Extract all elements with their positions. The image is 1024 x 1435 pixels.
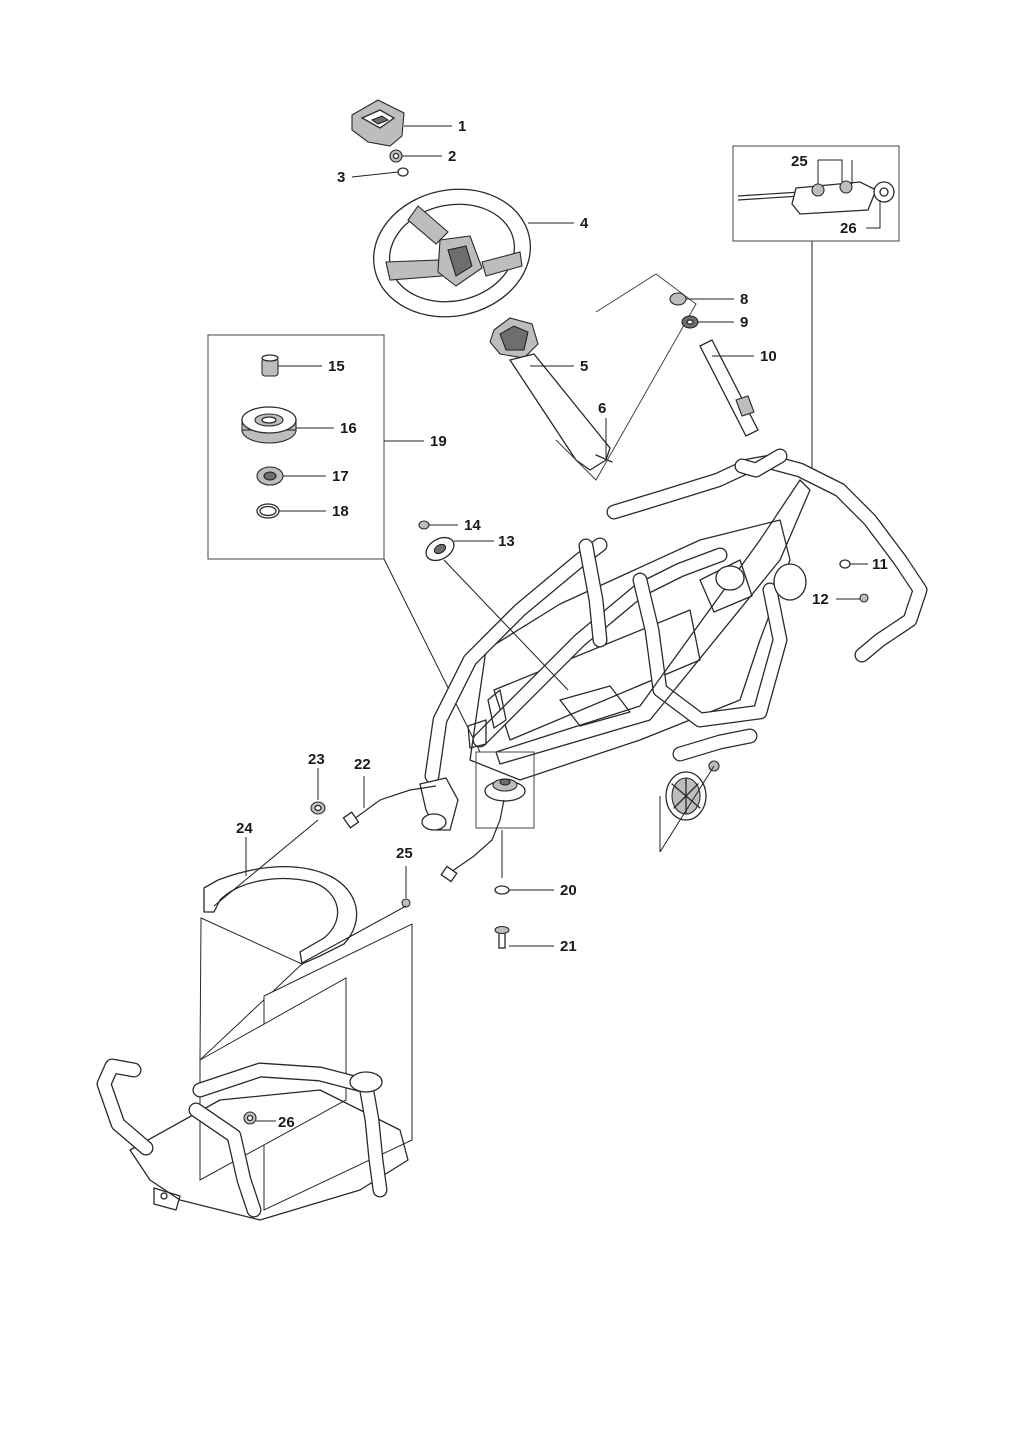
callout-13: 13 <box>498 533 515 550</box>
callout-18: 18 <box>332 503 349 520</box>
callout-21: 21 <box>560 938 577 955</box>
callout-22: 22 <box>354 756 371 773</box>
leader-lines <box>245 125 881 1122</box>
inset-box-pulley <box>207 334 385 560</box>
nut-part-23 <box>310 801 326 815</box>
bolt-part-25 <box>401 898 411 908</box>
brake-link-part <box>737 180 895 215</box>
steering-column-part <box>489 317 611 471</box>
nut-part-2 <box>389 149 403 163</box>
callout-9: 9 <box>740 314 748 331</box>
inset-leader-19 <box>383 558 481 753</box>
pulley-part-16 <box>241 406 297 444</box>
washer-part-3 <box>397 167 409 177</box>
nut-part-8 <box>669 292 687 306</box>
callout-20: 20 <box>560 882 577 899</box>
bushing-part-9 <box>681 315 699 329</box>
callout-8: 8 <box>740 291 748 308</box>
callout-12: 12 <box>812 591 829 608</box>
front-frame-part <box>96 1058 409 1221</box>
shaft-part-10 <box>699 339 759 437</box>
bolt-part-12 <box>859 593 869 603</box>
engine-pulley-area <box>475 751 535 829</box>
callout-3: 3 <box>337 169 345 186</box>
callout-16: 16 <box>340 420 357 437</box>
leader-nut-to-strap <box>213 819 319 907</box>
callout-17: 17 <box>332 468 349 485</box>
bolt-part-21 <box>494 925 510 949</box>
mounting-plate-a <box>199 917 303 1062</box>
callout-bracket-5-10 <box>555 273 697 481</box>
callout-24: 24 <box>236 820 253 837</box>
inset-box-brake-link <box>732 145 900 242</box>
callout-26-top: 26 <box>840 220 857 237</box>
callout-labels: 1 2 3 4 5 6 8 9 10 11 12 13 14 15 16 17 … <box>236 118 888 1131</box>
steering-cap-part <box>351 99 405 147</box>
ring-part-18 <box>256 503 280 519</box>
idler-wheel-part <box>659 760 720 853</box>
callout-15: 15 <box>328 358 345 375</box>
callout-26-bottom: 26 <box>278 1114 295 1131</box>
nut-part-26 <box>243 1111 257 1125</box>
steering-wheel-part <box>372 188 532 318</box>
spacer-part-15 <box>261 354 279 377</box>
callout-11: 11 <box>872 556 888 573</box>
callout-14: 14 <box>464 517 481 534</box>
callout-10: 10 <box>760 348 777 365</box>
strap-bracket-part-24 <box>203 865 358 965</box>
callout-4: 4 <box>580 215 589 232</box>
callout-25-top: 25 <box>791 153 808 170</box>
washer-part-20 <box>494 885 510 895</box>
main-chassis-frame <box>424 448 928 784</box>
callout-25-bottom: 25 <box>396 845 413 862</box>
pedal-assembly-part <box>419 777 459 831</box>
bearing-part-17 <box>256 466 284 486</box>
nut-part-14 <box>418 520 430 530</box>
pin-part-6 <box>595 454 613 463</box>
callout-5: 5 <box>580 358 588 375</box>
callout-6: 6 <box>598 400 606 417</box>
leader-bolt-to-strap <box>299 905 407 965</box>
callout-2: 2 <box>448 148 456 165</box>
pulley-part-13 <box>425 536 569 691</box>
callout-23: 23 <box>308 751 325 768</box>
washer-part-11 <box>839 559 851 569</box>
cable-part-22 <box>342 785 505 883</box>
callout-19: 19 <box>430 433 447 450</box>
callout-1: 1 <box>458 118 466 135</box>
